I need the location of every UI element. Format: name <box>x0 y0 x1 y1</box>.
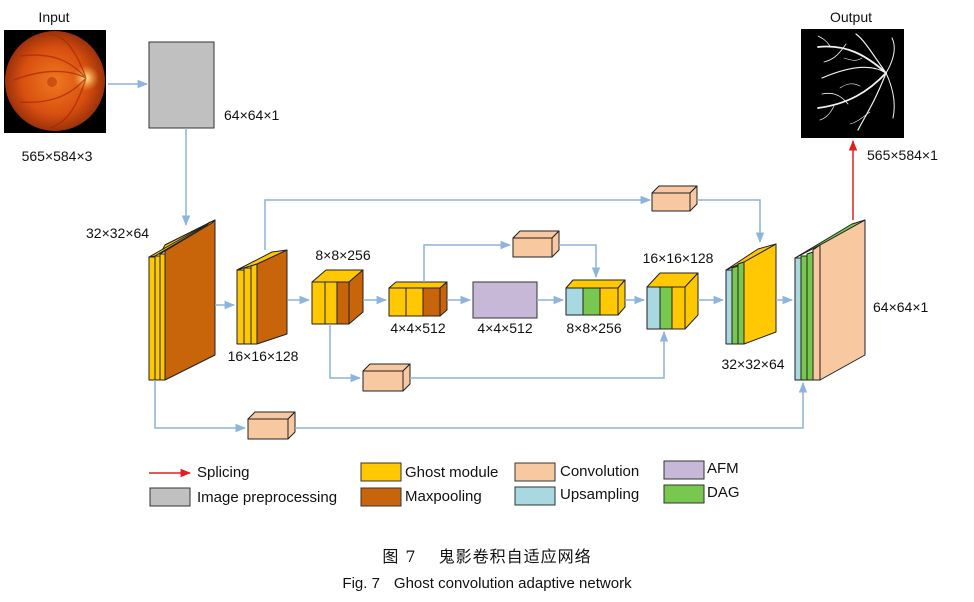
final-size-label: 64×64×1 <box>873 299 929 315</box>
final-block <box>794 219 866 381</box>
output-title: Output <box>829 9 873 25</box>
legend-conv-swatch <box>514 462 556 482</box>
caption-english: Fig. 7 Ghost convolution adaptive network <box>0 575 974 592</box>
caption-cn-fig: 图 7 <box>382 547 417 566</box>
legend-afm-swatch <box>663 460 705 480</box>
encoder-block-1 <box>148 219 216 381</box>
legend <box>149 460 705 507</box>
dec3-size-label: 8×8×256 <box>566 320 622 336</box>
input-image <box>4 30 106 133</box>
enc2-size-label: 16×16×128 <box>227 348 299 364</box>
enc3-size-label: 8×8×256 <box>315 247 371 263</box>
skip-conv-block-bottom <box>247 411 296 440</box>
enc4-size-label: 4×4×512 <box>390 320 446 336</box>
legend-maxpool-swatch <box>360 487 402 507</box>
caption-en-title: Ghost convolution adaptive network <box>393 575 632 592</box>
encoder-block-2 <box>236 249 288 345</box>
legend-upsample-swatch <box>514 486 556 506</box>
enc1-size-label: 32×32×64 <box>86 225 150 241</box>
legend-ghost-swatch <box>360 462 402 482</box>
input-title: Input <box>38 9 70 25</box>
legend-ghost-label: Ghost module <box>405 464 499 481</box>
afm-size-label: 4×4×512 <box>477 320 533 336</box>
legend-conv-label: Convolution <box>560 463 640 480</box>
caption-cn-title: 鬼影卷积自适应网络 <box>438 547 592 566</box>
legend-dag-label: DAG <box>707 484 740 501</box>
legend-maxpool-label: Maxpooling <box>405 488 482 505</box>
encoder-block-4 <box>388 281 448 317</box>
legend-preprocessing-swatch <box>149 487 191 507</box>
output-image <box>801 29 904 138</box>
afm-block <box>472 281 538 319</box>
caption-en-fig: Fig. 7 <box>342 575 380 592</box>
legend-preprocessing-label: Image preprocessing <box>197 489 338 506</box>
dec2-size-label: 16×16×128 <box>642 250 714 266</box>
pre-size-label: 64×64×1 <box>224 107 280 123</box>
skip-conv-block-top <box>651 185 698 212</box>
skip-conv-block-mid <box>512 230 560 258</box>
dec1-size-label: 32×32×64 <box>721 356 785 372</box>
caption-chinese: 图 7 鬼影卷积自适应网络 <box>0 543 974 567</box>
encoder-block-3 <box>311 269 364 325</box>
decoder-block-3 <box>565 279 626 316</box>
skip-conv-block-low <box>362 363 411 392</box>
output-size-label: 565×584×1 <box>867 147 938 163</box>
legend-upsample-label: Upsampling <box>560 486 640 503</box>
legend-dag-swatch <box>663 484 705 504</box>
decoder-block-1 <box>725 243 777 345</box>
legend-afm-label: AFM <box>707 460 739 477</box>
flow-arrows <box>108 79 808 433</box>
input-size-label: 565×584×3 <box>21 148 93 164</box>
decoder-block-2 <box>646 272 699 330</box>
legend-splicing-label: Splicing <box>197 464 250 481</box>
preprocessing-block <box>148 41 215 129</box>
